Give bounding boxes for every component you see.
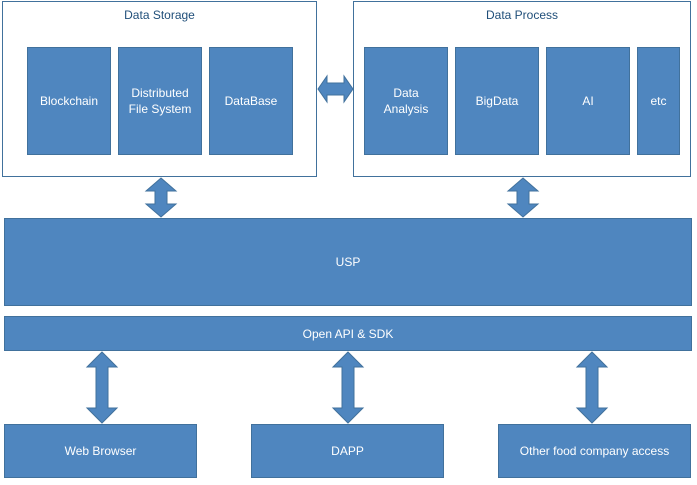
database-label: DataBase (224, 94, 278, 108)
dapp-box: DAPP (251, 424, 444, 478)
blockchain-label: Blockchain (39, 94, 99, 108)
other-food-company-access-box: Other food company access (498, 424, 691, 478)
data-analysis-label-line2: Analysis (383, 102, 429, 116)
distributed-file-system-box: Distributed File System (118, 47, 202, 155)
distributed-file-system-label-line2: File System (128, 102, 192, 116)
storage-process-double-arrow (317, 74, 354, 104)
ai-label: AI (582, 94, 594, 108)
dapp-label: DAPP (331, 444, 364, 458)
web-browser-label: Web Browser (64, 444, 137, 458)
database-box: DataBase (209, 47, 293, 155)
api-other-food-company-double-arrow (575, 351, 609, 424)
data-process-title: Data Process (485, 8, 559, 22)
usp-box: USP (4, 218, 692, 306)
etc-box: etc (637, 47, 680, 155)
bigdata-label: BigData (475, 94, 519, 108)
open-api-sdk-bar: Open API & SDK (4, 316, 692, 351)
usp-label: USP (335, 255, 361, 269)
api-dapp-double-arrow (331, 351, 365, 424)
bigdata-box: BigData (455, 47, 539, 155)
etc-label: etc (650, 94, 667, 108)
open-api-sdk-label: Open API & SDK (302, 326, 394, 341)
process-usp-double-arrow (506, 177, 540, 218)
web-browser-box: Web Browser (4, 424, 197, 478)
data-analysis-box: Data Analysis (364, 47, 448, 155)
data-analysis-label-line1: Data (393, 86, 419, 100)
api-web-browser-double-arrow (85, 351, 119, 424)
storage-usp-double-arrow (144, 177, 178, 218)
distributed-file-system-label-line1: Distributed (131, 86, 189, 100)
other-food-company-access-label: Other food company access (519, 444, 670, 458)
ai-box: AI (546, 47, 630, 155)
blockchain-box: Blockchain (27, 47, 111, 155)
data-storage-title: Data Storage (124, 8, 195, 22)
